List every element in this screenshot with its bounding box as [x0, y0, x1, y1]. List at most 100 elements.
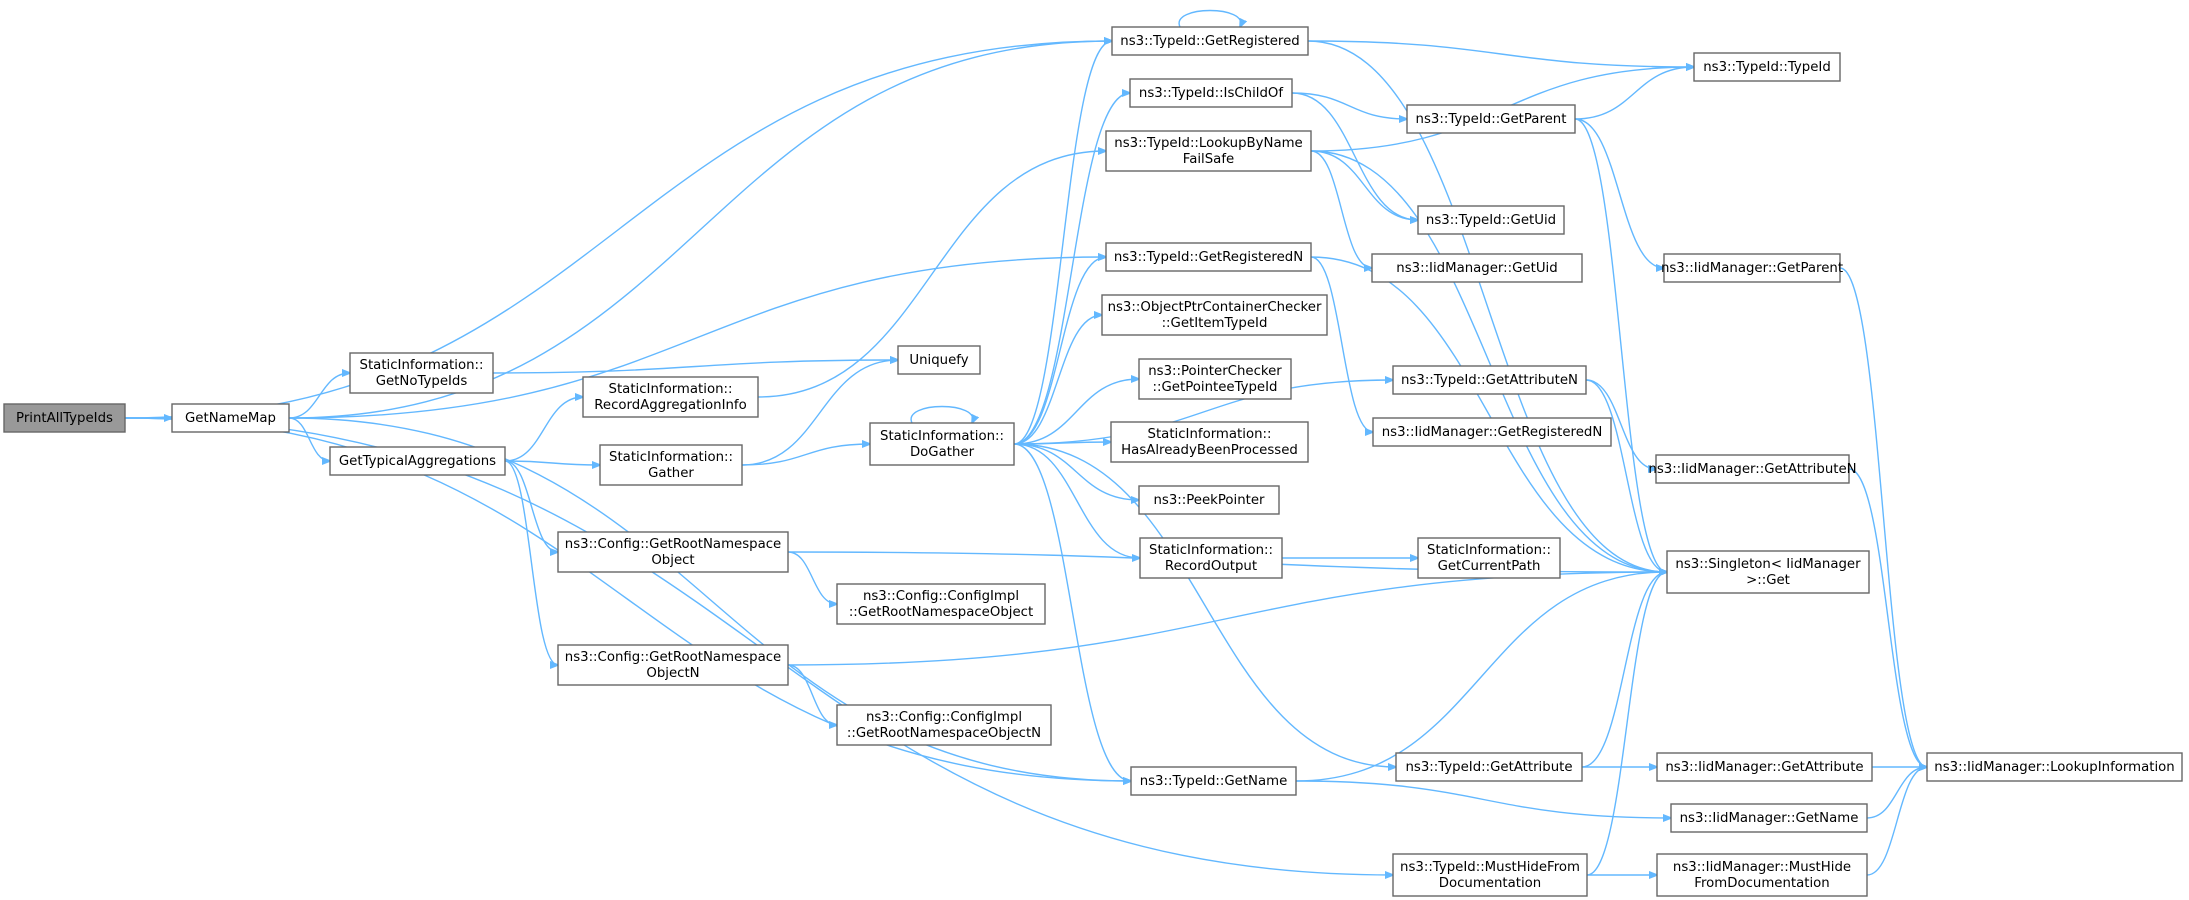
edge-namemap-to-getregistered: [288, 41, 1112, 419]
node-box-musthide[interactable]: [1392, 853, 1588, 897]
node-cfgimpl[interactable]: ns3::Config::ConfigImpl::GetRootNamespac…: [836, 583, 1046, 625]
node-box-uniquefy[interactable]: [897, 345, 981, 375]
node-box-gather[interactable]: [599, 444, 743, 486]
node-box-namemap[interactable]: [171, 403, 290, 433]
node-box-recagg[interactable]: [582, 376, 759, 418]
node-box-getregn[interactable]: [1105, 242, 1312, 272]
node-box-hasproc[interactable]: [1110, 421, 1309, 463]
node-box-singleton[interactable]: [1666, 550, 1870, 594]
node-box-iidattr[interactable]: [1656, 752, 1873, 782]
node-iidmusthide[interactable]: ns3::IidManager::MustHideFromDocumentati…: [1656, 853, 1868, 897]
edge-getregn-to-iidregn: [1310, 256, 1373, 432]
node-box-cfgimpln[interactable]: [836, 704, 1052, 746]
node-box-ptrchk[interactable]: [1138, 358, 1292, 400]
node-box-getregistered[interactable]: [1111, 26, 1309, 56]
node-label-getregn: ns3::TypeId::GetRegisteredN: [1114, 250, 1303, 265]
node-box-objptr[interactable]: [1101, 294, 1328, 336]
node-box-typeid[interactable]: [1693, 52, 1841, 82]
node-box-iidmusthide[interactable]: [1656, 853, 1868, 897]
node-hasproc[interactable]: StaticInformation::HasAlreadyBeenProcess…: [1110, 421, 1309, 463]
node-getrootnsn[interactable]: ns3::Config::GetRootNamespaceObjectN: [557, 644, 789, 686]
node-box-getattr[interactable]: [1395, 752, 1583, 782]
node-box-getattrn[interactable]: [1392, 365, 1587, 395]
edge-lookup-to-singleton: [1310, 150, 1667, 572]
node-getattrn[interactable]: ns3::TypeId::GetAttributeN: [1392, 365, 1587, 395]
node-iidattrn[interactable]: ns3::IidManager::GetAttributeN: [1648, 454, 1857, 484]
node-box-getrootns[interactable]: [557, 531, 789, 573]
node-iidgetuid[interactable]: ns3::IidManager::GetUid: [1371, 253, 1583, 283]
node-iidparent[interactable]: ns3::IidManager::GetParent: [1661, 253, 1843, 283]
node-label-iidmusthide: ns3::IidManager::MustHide: [1673, 860, 1851, 875]
edge-getparent-to-singleton: [1574, 118, 1667, 572]
node-curpath[interactable]: StaticInformation::GetCurrentPath: [1417, 537, 1561, 579]
node-label-iidattr: ns3::IidManager::GetAttribute: [1665, 760, 1863, 775]
edge-dogather-to-peek: [1013, 443, 1139, 500]
node-getuid[interactable]: ns3::TypeId::GetUid: [1417, 205, 1565, 235]
node-box-iidgetuid[interactable]: [1371, 253, 1583, 283]
node-getrootns[interactable]: ns3::Config::GetRootNamespaceObject: [557, 531, 789, 573]
node-box-getname[interactable]: [1130, 766, 1297, 796]
node-label-ptrchk: ns3::PointerChecker: [1148, 364, 1282, 379]
node-box-typagg[interactable]: [329, 446, 506, 476]
edge-gather-to-uniquefy: [741, 360, 898, 466]
node-label-getattrn: ns3::TypeId::GetAttributeN: [1401, 373, 1578, 388]
node-ptrchk[interactable]: ns3::PointerChecker::GetPointeeTypeId: [1138, 358, 1292, 400]
node-typagg[interactable]: GetTypicalAggregations: [329, 446, 506, 476]
node-cfgimpln[interactable]: ns3::Config::ConfigImpl::GetRootNamespac…: [836, 704, 1052, 746]
edge-getregistered-to-typeid: [1307, 40, 1694, 67]
node-label-cfgimpl: ns3::Config::ConfigImpl: [863, 589, 1019, 604]
node-iidregn[interactable]: ns3::IidManager::GetRegisteredN: [1372, 417, 1612, 447]
node-iidname[interactable]: ns3::IidManager::GetName: [1670, 803, 1868, 833]
node-label-hasproc: StaticInformation::: [1148, 427, 1272, 442]
node-lookupinfo[interactable]: ns3::IidManager::LookupInformation: [1926, 752, 2183, 782]
node-box-notypeids[interactable]: [349, 352, 494, 394]
node-box-curpath[interactable]: [1417, 537, 1561, 579]
node-box-getuid[interactable]: [1417, 205, 1565, 235]
node-box-lookupinfo[interactable]: [1926, 752, 2183, 782]
edge-getrootns-to-cfgimpl: [787, 551, 837, 604]
node-box-iidattrn[interactable]: [1655, 454, 1850, 484]
node-box-print[interactable]: [3, 403, 126, 433]
node-box-iidparent[interactable]: [1663, 253, 1841, 283]
node-objptr[interactable]: ns3::ObjectPtrContainerChecker::GetItemT…: [1101, 294, 1328, 336]
node-box-getrootnsn[interactable]: [557, 644, 789, 686]
node-label-peek: ns3::PeekPointer: [1153, 493, 1265, 508]
node-iidattr[interactable]: ns3::IidManager::GetAttribute: [1656, 752, 1873, 782]
edge-namemap-to-getname: [288, 417, 1131, 781]
node-gather[interactable]: StaticInformation::Gather: [599, 444, 743, 486]
node-getname[interactable]: ns3::TypeId::GetName: [1130, 766, 1297, 796]
node-recout[interactable]: StaticInformation::RecordOutput: [1139, 537, 1283, 579]
node-label-singleton: >::Get: [1746, 573, 1790, 588]
node-uniquefy[interactable]: Uniquefy: [897, 345, 981, 375]
node-recagg[interactable]: StaticInformation::RecordAggregationInfo: [582, 376, 759, 418]
node-box-peek[interactable]: [1138, 485, 1280, 515]
node-notypeids[interactable]: StaticInformation::GetNoTypeIds: [349, 352, 494, 394]
node-box-getparent[interactable]: [1406, 104, 1576, 134]
node-typeid[interactable]: ns3::TypeId::TypeId: [1693, 52, 1841, 82]
node-box-recout[interactable]: [1139, 537, 1283, 579]
node-ischildof[interactable]: ns3::TypeId::IsChildOf: [1129, 78, 1293, 108]
node-getparent[interactable]: ns3::TypeId::GetParent: [1406, 104, 1576, 134]
node-getregistered[interactable]: ns3::TypeId::GetRegistered: [1111, 26, 1309, 56]
node-box-iidname[interactable]: [1670, 803, 1868, 833]
node-label-getregistered: ns3::TypeId::GetRegistered: [1120, 34, 1299, 49]
node-dogather[interactable]: StaticInformation::DoGather: [869, 422, 1015, 466]
edge-recagg-to-lookup: [757, 151, 1106, 398]
node-box-iidregn[interactable]: [1372, 417, 1612, 447]
node-box-lookup[interactable]: [1105, 130, 1312, 172]
edge-ischildof-to-getuid: [1291, 92, 1418, 220]
node-print[interactable]: PrintAllTypeIds: [3, 403, 126, 433]
node-getregn[interactable]: ns3::TypeId::GetRegisteredN: [1105, 242, 1312, 272]
node-singleton[interactable]: ns3::Singleton< IidManager >::Get: [1666, 550, 1870, 594]
node-box-cfgimpl[interactable]: [836, 583, 1046, 625]
node-label-getrootnsn: ObjectN: [646, 666, 699, 681]
node-box-ischildof[interactable]: [1129, 78, 1293, 108]
node-getattr[interactable]: ns3::TypeId::GetAttribute: [1395, 752, 1583, 782]
node-box-dogather[interactable]: [869, 422, 1015, 466]
edge-ischildof-to-getparent: [1291, 92, 1407, 119]
node-namemap[interactable]: GetNameMap: [171, 403, 290, 433]
node-peek[interactable]: ns3::PeekPointer: [1138, 485, 1280, 515]
node-label-recout: RecordOutput: [1165, 559, 1257, 574]
